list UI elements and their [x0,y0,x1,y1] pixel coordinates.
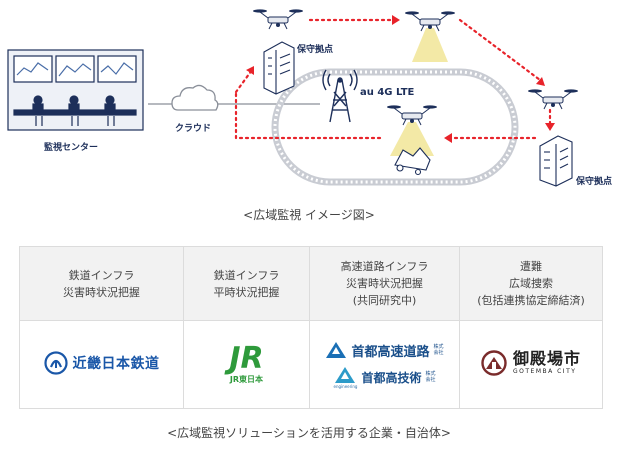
shutoko-tech-logo-sub: engineering [333,383,358,389]
table-header-row: 鉄道インフラ 災害時状況把握 鉄道インフラ 平時状況把握 高速道路インフラ 災害… [19,246,603,321]
patrol-route [234,18,552,140]
building-icon [539,135,573,187]
gotemba-logo-text: 御殿場市 [512,349,581,368]
shutoko-tech-logo-mark [335,366,356,383]
shutoko-kabushiki: 株式会社 [433,344,444,356]
table-logo-row: 近畿日本鉄道 JR JR東日本 首都高速道路 株式会社 [19,320,603,409]
kintetsu-logo-mark [43,350,68,375]
header-cell-search-rescue: 遭難 広域捜索 (包括連携協定締結済) [459,246,603,321]
header-cell-railway-normal: 鉄道インフラ 平時状況把握 [183,246,310,321]
shutoko-logo-text: 首都高速道路 [351,344,430,360]
gotemba-logo-mark [481,349,507,376]
route-arrow-heads [246,15,555,143]
header-cell-expressway: 高速道路インフラ 災害時状況把握 (共同研究中) [309,246,460,321]
header-cell-railway-disaster: 鉄道インフラ 災害時状況把握 [19,246,184,321]
diagram-caption: <広域監視 イメージ図> [243,208,375,222]
monitor-center-label: 監視センター [44,143,99,153]
logo-cell-jr-east: JR JR東日本 [183,320,310,409]
jr-east-logo-mark: JR [229,341,264,376]
shutoko-tech-kabushiki: 株式会社 [425,371,436,383]
lte-tower-icon [322,69,358,123]
kintetsu-logo-text: 近畿日本鉄道 [72,355,160,372]
base-label-top: 保守拠点 [297,45,334,55]
logo-cell-shutoko: 首都高速道路 株式会社 engineering 首都高技術 株式会社 [309,320,460,409]
wide-area-monitoring-diagram [7,9,578,187]
drone-icon [253,9,303,30]
building-icon [263,41,295,95]
monitor-center-icon [7,49,144,131]
table-caption: <広域監視ソリューションを活用する企業・自治体> [167,426,451,440]
drone-icon [405,11,455,62]
shutoko-tech-logo-text: 首都高技術 [361,370,422,385]
cloud-icon [171,84,219,111]
base-label-right: 保守拠点 [576,177,613,187]
shutoko-logo-mark [326,342,347,358]
drone-icon [528,89,578,110]
cloud-label: クラウド [175,124,212,134]
jr-east-logo-sub: JR東日本 [229,375,264,384]
drone-icon [387,105,437,156]
network-label: au 4G LTE [360,87,415,98]
adopters-table: 鉄道インフラ 災害時状況把握 鉄道インフラ 平時状況把握 高速道路インフラ 災害… [19,246,603,409]
logo-cell-gotemba: 御殿場市 GOTEMBA CITY [459,320,603,409]
gotemba-logo-sub: GOTEMBA CITY [512,368,577,375]
rail-track-icon [271,68,519,186]
landslide-icon [394,147,431,176]
logo-cell-kintetsu: 近畿日本鉄道 [19,320,184,409]
